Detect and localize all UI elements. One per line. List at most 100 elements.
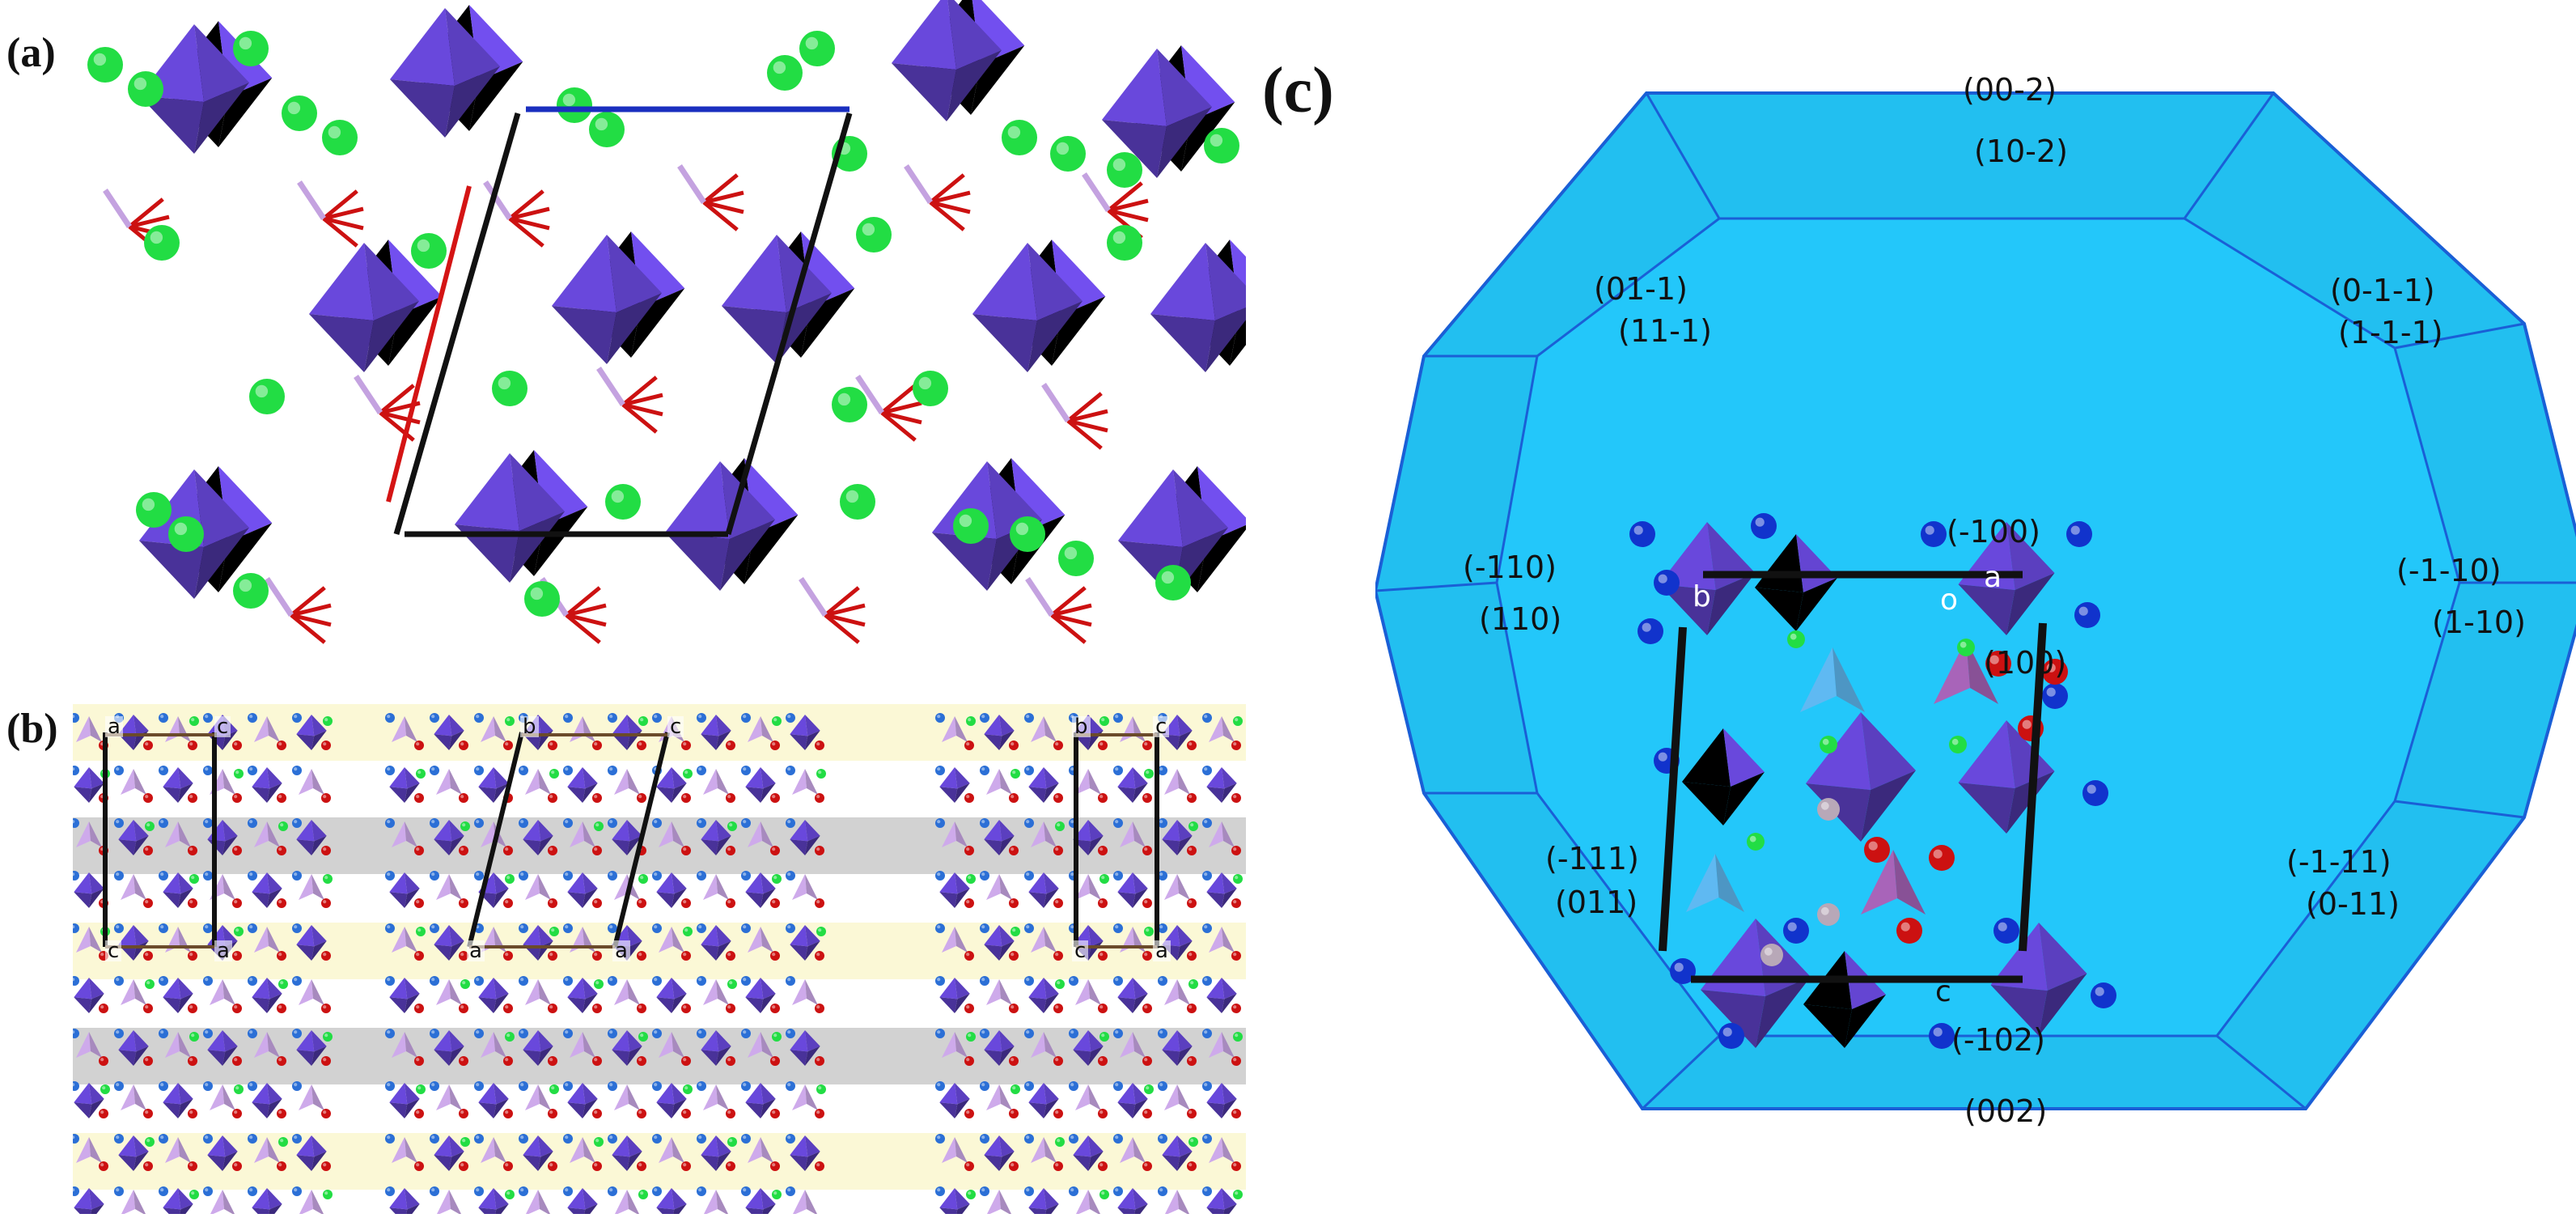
nitrogen-atom <box>292 976 302 986</box>
nitrogen-atom-highlight <box>1998 922 2007 932</box>
panel-b-label: (b) <box>6 706 58 752</box>
octahedron-face <box>673 1203 687 1214</box>
chlorine-atom <box>505 716 515 726</box>
nitrogen-atom <box>1202 1186 1212 1196</box>
tetrahedron-face <box>805 979 818 1005</box>
oxygen-atom <box>99 1109 108 1118</box>
nitrogen-atom-highlight <box>1674 962 1684 972</box>
nitrogen-atom-highlight <box>981 1188 985 1192</box>
oxygen-atom <box>1231 1109 1241 1118</box>
nitrogen-atom-highlight <box>565 1030 569 1034</box>
oxygen-atom-highlight <box>100 1005 104 1009</box>
oxygen-atom-highlight <box>1233 1005 1237 1009</box>
octahedron-face <box>892 0 956 70</box>
tetrahedron-face <box>999 1190 1011 1214</box>
octahedron-face <box>1177 715 1193 736</box>
nitrogen-atom <box>1069 976 1078 986</box>
octahedron-face <box>583 888 598 908</box>
octahedron-face <box>222 1030 238 1052</box>
oxygen-atom <box>188 1109 197 1118</box>
octahedron-face <box>583 783 598 803</box>
octahedron-face <box>445 66 500 138</box>
nitrogen-atom <box>1113 1134 1123 1144</box>
tetrahedron-face <box>999 769 1012 795</box>
oxygen-atom <box>637 1056 646 1066</box>
octahedron-face <box>1206 872 1225 894</box>
chlorine-atom <box>589 112 625 147</box>
bond-stick <box>702 201 739 231</box>
tetrahedron-face <box>627 769 640 795</box>
chlorine-atom-highlight <box>1101 876 1105 880</box>
chlorine-atom-highlight <box>1012 928 1016 932</box>
tetrahedron-face <box>1044 927 1057 953</box>
chlorine-atom <box>189 874 199 884</box>
octahedron-face <box>434 925 452 947</box>
chlorine-atom <box>953 508 989 544</box>
oxygen-atom <box>1187 793 1197 803</box>
chlorine-atom-highlight <box>191 876 195 880</box>
octahedron-face <box>999 1030 1015 1052</box>
octahedron-face <box>761 767 776 789</box>
chlorine-atom <box>772 716 782 726</box>
octahedron-face <box>716 1135 731 1157</box>
nitrogen-atom <box>652 818 662 828</box>
oxygen-atom-highlight <box>323 1110 327 1114</box>
octahedron-face <box>932 533 997 591</box>
oxygen-atom <box>548 1109 557 1118</box>
oxygen-atom <box>1142 951 1152 961</box>
octahedron-face <box>1177 925 1193 947</box>
octahedron-face <box>939 1102 958 1118</box>
oxygen-atom <box>232 951 242 961</box>
nitrogen-atom-highlight <box>294 1135 298 1139</box>
nitrogen-atom <box>608 923 617 933</box>
oxygen-atom-highlight <box>145 795 149 799</box>
nitrogen-atom <box>430 976 439 986</box>
oxygen-atom-highlight <box>234 900 238 904</box>
oxygen-atom <box>1231 846 1241 855</box>
tetrahedron-face <box>792 979 807 1005</box>
tetrahedron-face <box>1934 639 1970 704</box>
oxygen-atom-highlight <box>966 847 970 851</box>
nitrogen-atom <box>1024 766 1034 775</box>
chlorine-atom <box>683 927 693 936</box>
nitrogen-atom-highlight <box>387 715 391 719</box>
oxygen-atom-highlight <box>278 1005 282 1009</box>
oxygen-atom-highlight <box>460 1058 464 1062</box>
nitrogen-atom <box>1629 521 1655 547</box>
oxygen-atom <box>1231 1161 1241 1171</box>
chlorine-atom <box>234 927 244 936</box>
tetrahedron-face <box>761 1032 773 1058</box>
oxygen-atom <box>548 898 557 908</box>
bond-stick <box>880 384 917 414</box>
octahedron-face <box>1861 712 1916 790</box>
chlorine-atom <box>913 371 948 406</box>
nitrogen-atom-highlight <box>431 1030 435 1034</box>
nitrogen-atom <box>114 1029 124 1038</box>
octahedron-face <box>1073 1030 1091 1052</box>
tetrahedron-face <box>1832 647 1865 712</box>
oxygen-atom <box>1009 846 1019 855</box>
tetrahedron-face <box>1209 1032 1223 1058</box>
octahedron-face <box>1028 787 1047 803</box>
octahedron-face <box>627 835 642 855</box>
nitrogen-atom-highlight <box>937 1030 941 1034</box>
nitrogen-atom <box>935 766 945 775</box>
tetrahedron-face <box>254 716 269 742</box>
octahedron-face <box>892 63 956 121</box>
oxygen-atom-highlight <box>1188 1110 1193 1114</box>
octahedron-face <box>364 243 419 320</box>
oxygen-atom-highlight <box>816 742 820 746</box>
nitrogen-atom-highlight <box>160 1030 164 1034</box>
bond-stick <box>703 200 744 214</box>
octahedron-face <box>180 1203 193 1214</box>
nitrogen-atom-highlight <box>294 1188 298 1192</box>
chlorine-atom <box>233 31 269 66</box>
octahedron-face <box>311 820 327 842</box>
nitrogen-atom-highlight <box>981 767 985 771</box>
chlorine-atom <box>416 769 426 779</box>
nitrogen-atom-highlight <box>1026 1083 1030 1087</box>
nitrogen-atom-highlight <box>2087 784 2096 794</box>
nitrogen-atom-highlight <box>387 767 391 771</box>
nitrogen-atom-highlight <box>1159 820 1163 824</box>
tetrahedron-face <box>659 927 673 953</box>
